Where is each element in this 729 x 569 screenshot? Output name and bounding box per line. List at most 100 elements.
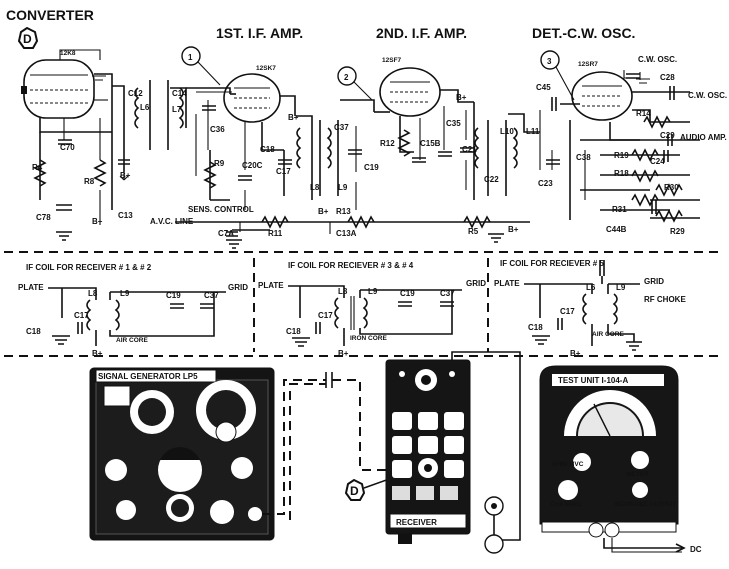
coil-1-bplus: B+ <box>92 349 103 358</box>
label-c23: C23 <box>538 179 553 188</box>
coil-1-cb: C37 <box>204 291 219 300</box>
label-bplus-3: B+ <box>288 113 299 122</box>
signal-generator: SIGNAL GENERATOR LP5 <box>89 367 275 541</box>
label-r9: R9 <box>214 159 225 168</box>
label-cw-osc-out: C.W. OSC. <box>688 91 727 100</box>
tube-12sf7: 12SF7 <box>379 57 441 117</box>
coil-panel-2: IF COIL FOR RECIEVER # 3 & # 4 PLATE GRI… <box>258 261 486 358</box>
test-unit-increase-output: INCREASE OUTPUT <box>614 501 676 508</box>
marker-d-top: D <box>17 26 39 49</box>
tube-12k8-label: 12K8 <box>60 50 76 57</box>
coil-3-core: AIR CORE <box>592 331 624 338</box>
capacitors <box>56 73 675 237</box>
label-c14: C14 <box>172 89 187 98</box>
label-c12: C12 <box>128 89 143 98</box>
coil-2-cd: C18 <box>286 327 301 336</box>
label-c22: C22 <box>484 175 499 184</box>
label-l10: L10 <box>500 127 514 136</box>
title-converter: CONVERTER <box>6 7 94 23</box>
label-c13a: C13A <box>336 229 357 238</box>
label-c78: C78 <box>36 213 51 222</box>
label-c17: C17 <box>276 167 291 176</box>
coil-3-cd: C18 <box>528 323 543 332</box>
receiver: RECEIVER <box>385 359 471 544</box>
label-l8: L8 <box>310 183 320 192</box>
label-bplus-5: B+ <box>456 93 467 102</box>
marker-1-label: 1 <box>188 53 193 62</box>
coil-2-core: IRON CORE <box>350 335 388 342</box>
label-c21: C21 <box>462 145 477 154</box>
coil-2-l2: L9 <box>368 287 378 296</box>
label-r8: R8 <box>84 177 95 186</box>
label-avc-line: A.V.C. LINE <box>150 217 194 226</box>
marker-d-top-label: D <box>23 32 32 46</box>
marker-1: 1 <box>181 46 221 86</box>
label-c20c: C20C <box>242 161 263 170</box>
coil-3-bplus: B+ <box>570 349 581 358</box>
label-r19: R19 <box>614 151 629 160</box>
label-c36: C36 <box>210 125 225 134</box>
coil-2-title: IF COIL FOR RECIEVER # 3 & # 4 <box>288 261 414 270</box>
tube-12sr7: 12SR7 <box>571 61 633 121</box>
coil-3-l2: L9 <box>616 283 626 292</box>
label-r30: R30 <box>664 183 679 192</box>
coil-panel-1: IF COIL FOR RECEIVER # 1 & # 2 PLATE GRI… <box>18 263 248 358</box>
receiver-cord <box>451 351 521 554</box>
title-if2: 2ND. I.F. AMP. <box>376 25 467 41</box>
label-c15b: C15B <box>420 139 441 148</box>
label-l6: L6 <box>140 103 150 112</box>
marker-3-label: 3 <box>547 57 552 66</box>
label-c19: C19 <box>364 163 379 172</box>
label-c7a: C7A <box>218 229 234 238</box>
label-cw-osc: C.W. OSC. <box>638 55 677 64</box>
label-r14: R14 <box>636 109 651 118</box>
coil-1-title: IF COIL FOR RECEIVER # 1 & # 2 <box>26 263 152 272</box>
label-c35: C35 <box>446 119 461 128</box>
test-cable <box>262 372 388 520</box>
resistors <box>33 115 683 229</box>
label-c44b: C44B <box>606 225 627 234</box>
coil-3-grid: GRID <box>644 277 664 286</box>
test-unit-label: TEST UNIT I-104-A <box>558 376 628 385</box>
coil-2-bplus: B+ <box>338 349 349 358</box>
label-c29: C29 <box>660 131 675 140</box>
marker-2-label: 2 <box>344 73 349 82</box>
test-unit-channel: CHANNEL <box>550 501 582 508</box>
marker-2: 2 <box>337 66 373 101</box>
label-c13: C13 <box>118 211 133 220</box>
title-det: DET.-C.W. OSC. <box>532 25 635 41</box>
tube-12k8: 12K8 <box>21 50 95 119</box>
marker-d-bottom-label: D <box>350 484 359 498</box>
label-r13: R13 <box>336 207 351 216</box>
label-c24: C24 <box>650 157 665 166</box>
title-if1: 1ST. I.F. AMP. <box>216 25 303 41</box>
label-r29: R29 <box>670 227 685 236</box>
label-l11: L11 <box>526 127 540 136</box>
label-sens-control: SENS. CONTROL <box>188 205 254 214</box>
label-bplus-6: B+ <box>508 225 519 234</box>
receiver-label: RECEIVER <box>396 518 437 527</box>
dividers <box>4 251 724 357</box>
label-bplus-4: B+ <box>318 207 329 216</box>
label-r12: R12 <box>380 139 395 148</box>
test-unit-ohm-mvc: OHM MVC <box>552 461 584 468</box>
signal-generator-label: SIGNAL GENERATOR LP5 <box>98 372 198 381</box>
tube-12sf7-label: 12SF7 <box>382 57 402 64</box>
main-wiring <box>39 49 700 234</box>
tube-12sr7-label: 12SR7 <box>578 61 598 68</box>
coil-3-l1: L6 <box>586 283 596 292</box>
coil-1-ca: C19 <box>166 291 181 300</box>
test-unit-meter: METER <box>626 471 649 478</box>
coil-1-grid: GRID <box>228 283 248 292</box>
coil-2-plate: PLATE <box>258 281 284 290</box>
label-bplus-1: B+ <box>120 171 131 180</box>
label-c18: C18 <box>260 145 275 154</box>
coil-panel-3: IF COIL FOR RECIEVER # 5 PLATE GRID RF C… <box>494 259 686 358</box>
coil-3-cc: C17 <box>560 307 575 316</box>
label-l9: L9 <box>338 183 348 192</box>
label-c37: C37 <box>334 123 349 132</box>
label-r5: R5 <box>468 227 479 236</box>
coil-1-cc: C17 <box>74 311 89 320</box>
